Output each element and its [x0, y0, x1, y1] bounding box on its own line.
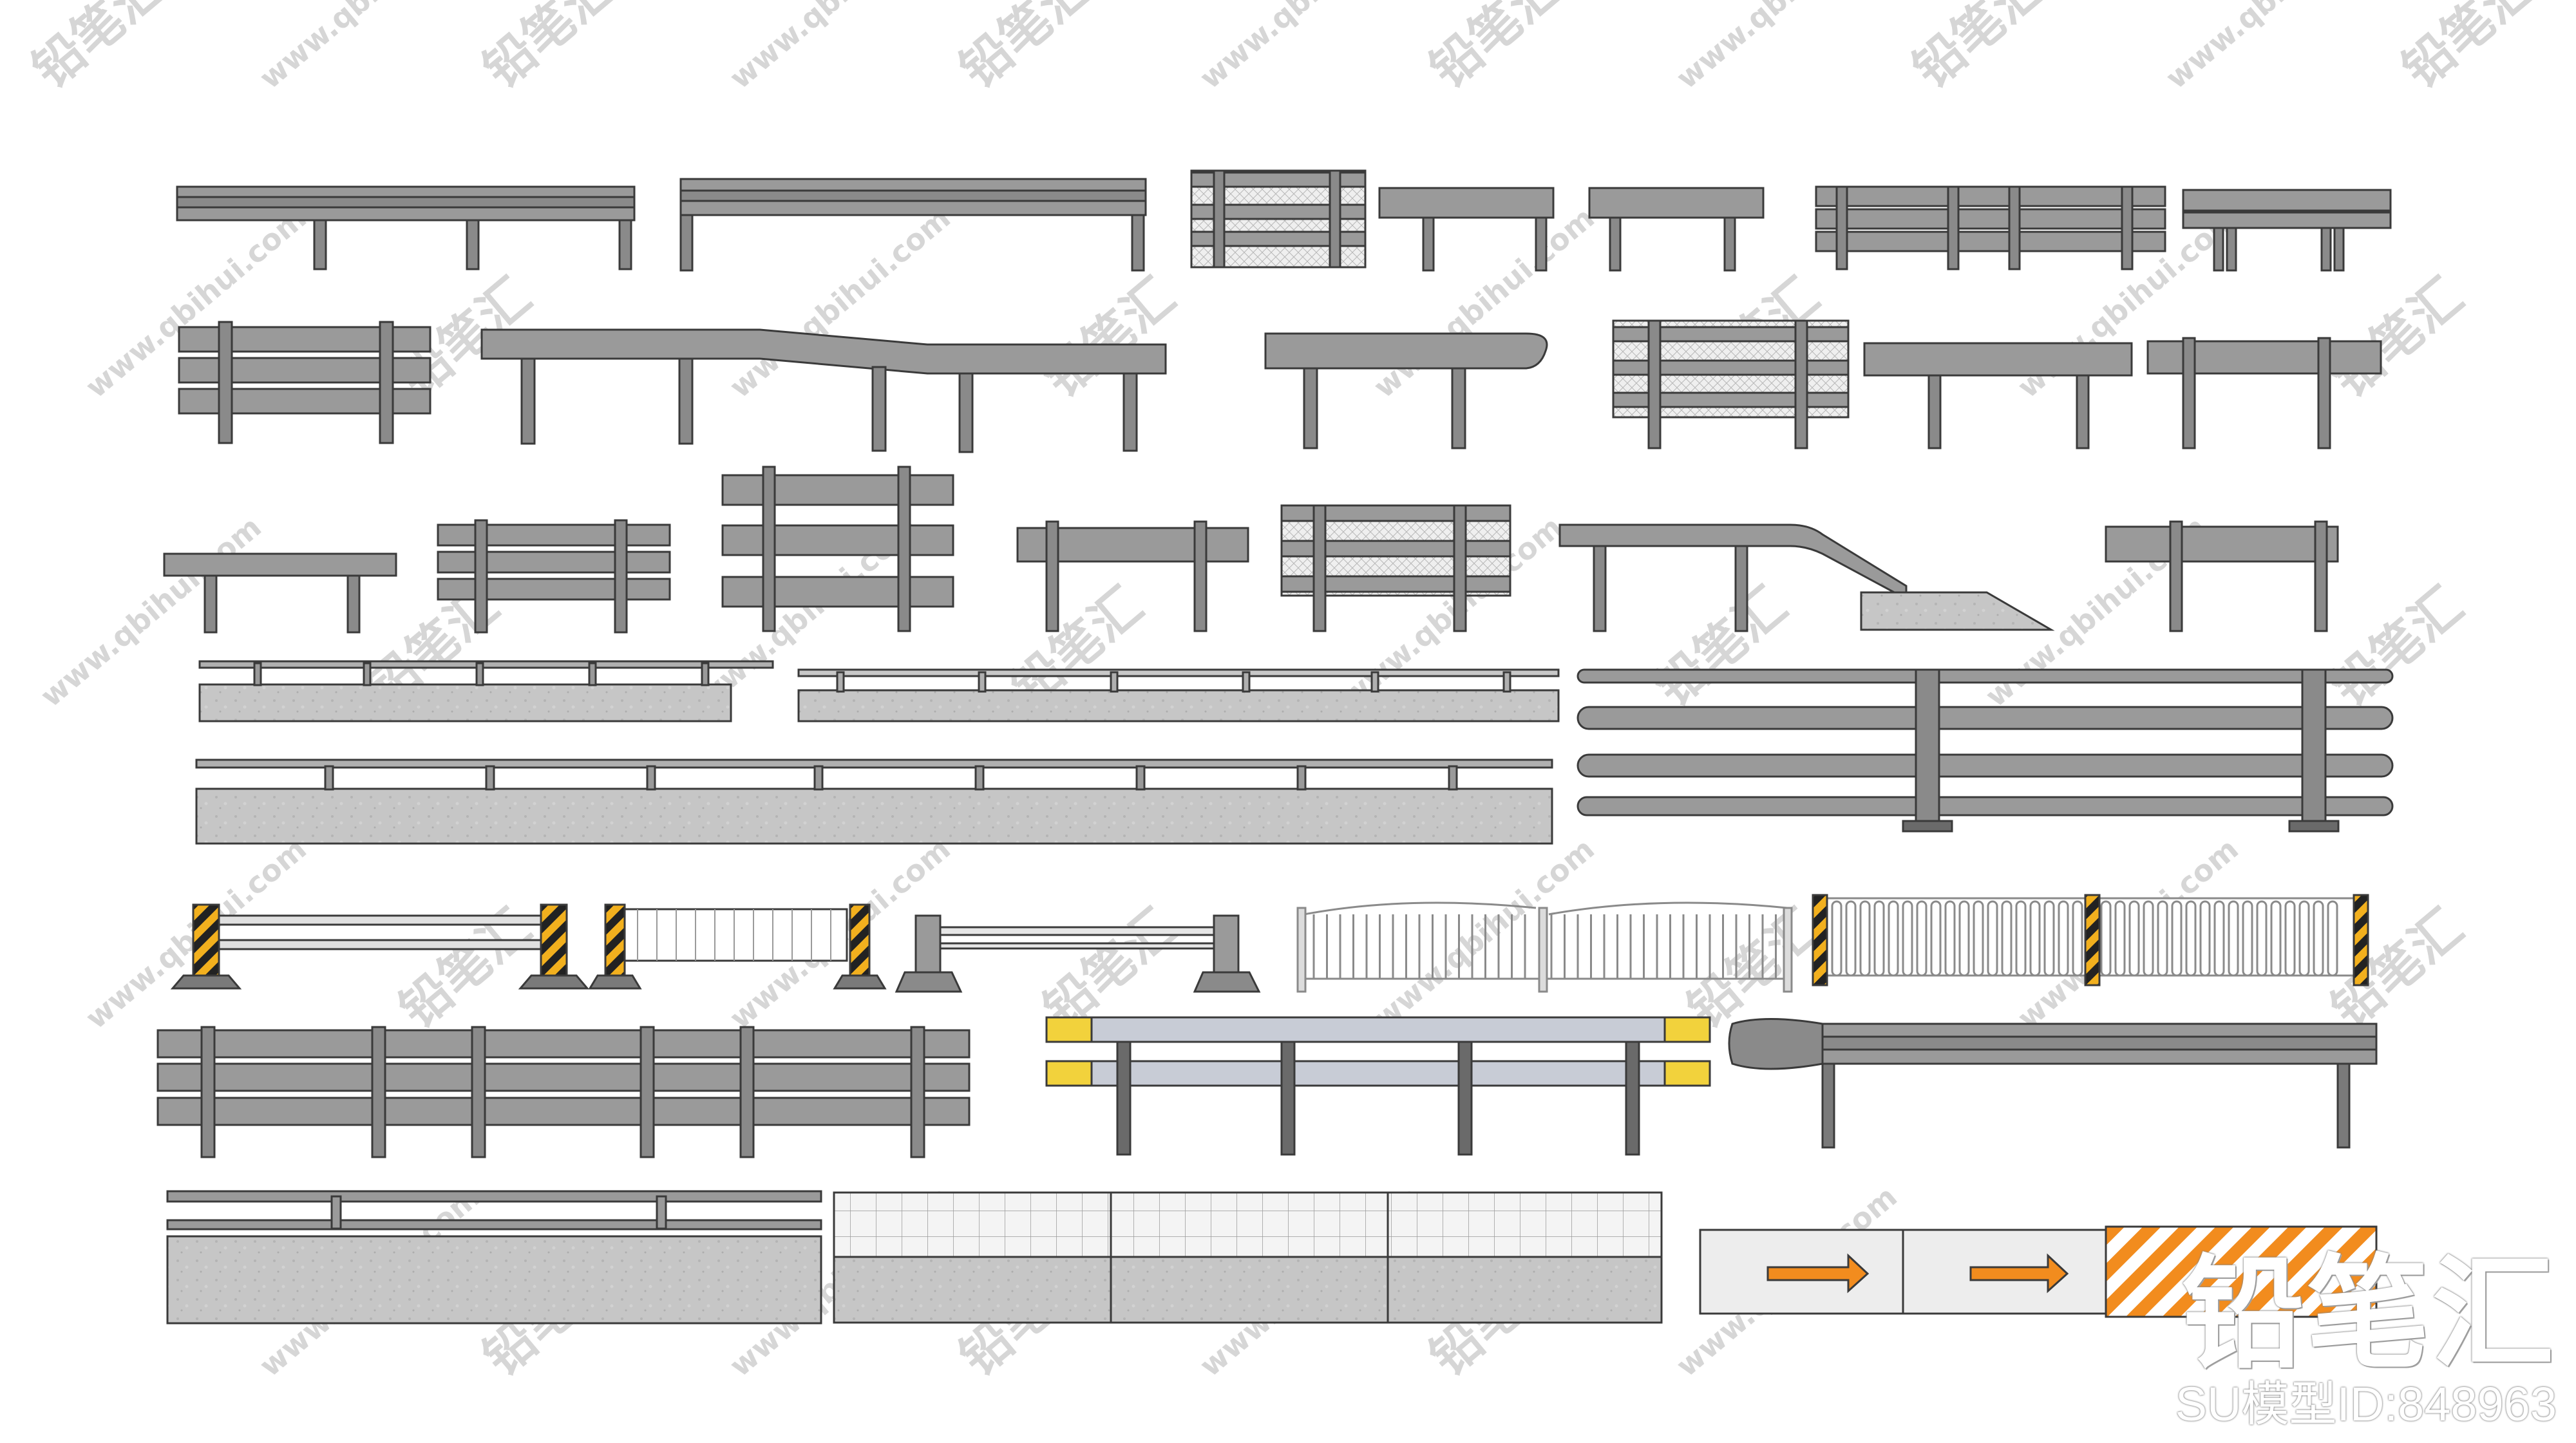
picket — [2015, 900, 2027, 977]
picket — [2043, 900, 2055, 977]
double-beam-guardrail-a — [1378, 187, 1555, 272]
double-beam-guardrail-d — [1863, 342, 2133, 449]
concrete-parapet-rail-b — [797, 668, 1560, 722]
watermark-text: www.qbihui.com — [1367, 831, 1600, 1035]
double-beam-guardrail-g — [2105, 520, 2339, 632]
concrete-block-barrier — [895, 914, 1261, 993]
picket — [2058, 900, 2069, 977]
mesh-panel-barrier-b — [1612, 319, 1850, 449]
picket — [1845, 900, 1857, 977]
mesh-concrete-wall — [833, 1191, 1663, 1324]
watermark-text: 铅笔汇 — [2392, 0, 2544, 100]
picket — [2171, 900, 2183, 977]
double-beam-guardrail-b — [1588, 187, 1765, 272]
plastic-water-barrier — [1699, 1225, 2378, 1318]
flat-beam-guardrail — [163, 552, 397, 634]
watermark-text: www.qbihui.com — [33, 509, 267, 713]
watermark-text: 铅笔汇 — [2321, 267, 2474, 408]
picket — [2100, 900, 2112, 977]
watermark-text: www.qbihui.com — [252, 0, 486, 95]
tube-rail-guardrail — [1577, 668, 2394, 833]
picket — [1859, 900, 1871, 977]
watermark-text: www.qbihui.com — [723, 200, 956, 404]
end-terminal-guardrail — [1264, 332, 1548, 449]
watermark-text: 铅笔汇 — [1419, 0, 1572, 100]
triple-beam-guardrail-a — [1815, 185, 2166, 270]
picket — [2114, 900, 2126, 977]
watermark-text: 铅笔汇 — [2321, 576, 2474, 717]
picket — [1987, 900, 1998, 977]
picket — [1916, 900, 1927, 977]
watermark-text: 铅笔汇 — [22, 0, 175, 100]
watermark-text: 铅笔汇 — [1902, 0, 2055, 100]
brand-logo: 铅笔汇 SU模型ID:848963 — [2106, 1250, 2557, 1430]
watermark-text: www.qbihui.com — [2159, 0, 2392, 95]
picket — [2128, 900, 2140, 977]
single-w-beam-long — [679, 178, 1147, 272]
single-w-beam-guardrail — [176, 185, 636, 270]
arched-fence — [1296, 901, 1793, 993]
picket — [2228, 900, 2239, 977]
brand-name: 铅笔汇 — [2181, 1243, 2557, 1385]
concrete-parapet-tube-rail — [166, 1190, 822, 1325]
double-beam-guardrail-f — [1016, 520, 1249, 632]
watermark-text: www.qbihui.com — [1669, 0, 1903, 95]
watermark-text: 铅笔汇 — [1033, 267, 1186, 408]
watermark-text: 铅笔汇 — [949, 0, 1102, 100]
picket — [2213, 900, 2225, 977]
picket — [2256, 900, 2268, 977]
picket — [2298, 900, 2310, 977]
picket — [2001, 900, 2012, 977]
picket — [1973, 900, 1984, 977]
watermark-text: www.qbihui.com — [1367, 200, 1600, 404]
quad-beam-guardrail — [721, 466, 954, 632]
triple-beam-guardrail-long — [156, 1026, 971, 1158]
picket — [2157, 900, 2168, 977]
warning-post-barrier-a — [170, 903, 590, 990]
picket — [1902, 900, 1913, 977]
picket — [2313, 900, 2324, 977]
picket — [2185, 900, 2197, 977]
double-beam-guardrail-e — [2146, 337, 2382, 449]
picket-fence — [1812, 894, 2369, 986]
transition-guardrail — [480, 328, 1167, 453]
picket — [2284, 900, 2296, 977]
watermark-text: 铅笔汇 — [1645, 576, 1797, 717]
picket — [2199, 900, 2211, 977]
model-id-label: SU模型ID:848963 — [2175, 1377, 2557, 1431]
double-beam-guardrail-c — [2182, 189, 2392, 272]
triple-beam-guardrail-c — [437, 519, 671, 634]
watermark-text: 铅笔汇 — [473, 0, 625, 100]
ramp-end-guardrail — [1558, 523, 2055, 632]
picket — [1873, 900, 1885, 977]
warning-post-barrier-b — [588, 903, 887, 990]
picket — [2327, 900, 2338, 977]
mesh-panel-barrier — [1190, 169, 1367, 269]
picket — [1930, 900, 1942, 977]
triple-beam-guardrail-b — [178, 321, 431, 444]
concrete-parapet-rail-c — [195, 759, 1553, 845]
crash-cushion-guardrail — [1728, 1018, 2378, 1149]
picket — [2143, 900, 2154, 977]
concrete-parapet-rail-a — [198, 660, 774, 722]
picket — [1831, 900, 1842, 977]
picket — [2029, 900, 2041, 977]
picket — [1944, 900, 1956, 977]
picket — [1888, 900, 1899, 977]
yellow-end-cap-guardrail — [1045, 1016, 1711, 1156]
picket — [2270, 900, 2282, 977]
picket — [2072, 900, 2083, 977]
watermark-text: www.qbihui.com — [723, 0, 956, 95]
mesh-panel-barrier-c — [1280, 504, 1511, 632]
picket — [1958, 900, 1970, 977]
picket — [2242, 900, 2253, 977]
watermark-text: www.qbihui.com — [1193, 0, 1426, 95]
